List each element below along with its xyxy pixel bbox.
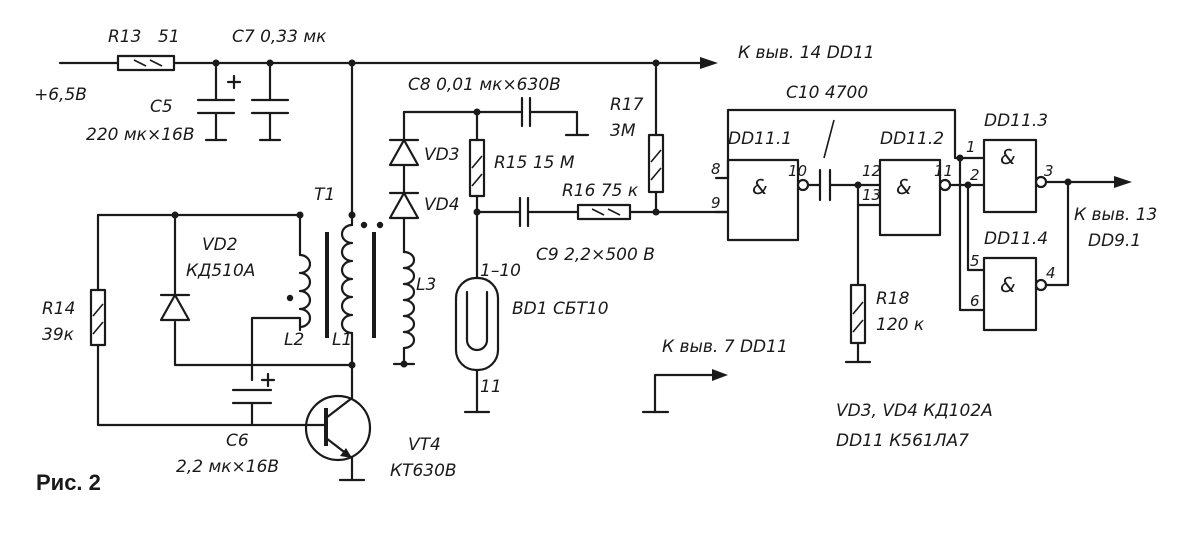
- pin-dd11-1-in1: 8: [711, 160, 721, 178]
- figure-caption: Рис. 2: [36, 470, 101, 495]
- capacitor-c5: [196, 74, 242, 115]
- label-bd1: BD1 СБТ10: [512, 299, 609, 319]
- arrow-to-pin14: [700, 57, 718, 69]
- gate-dd11-1: [714, 158, 810, 242]
- symbol-dd11-1: &: [752, 175, 768, 199]
- label-to-pin7: К выв. 7 DD11: [662, 337, 788, 357]
- label-output-line2: DD9.1: [1088, 231, 1141, 251]
- resistor-r13: [116, 54, 176, 72]
- label-r18-ref: R18: [876, 289, 910, 309]
- pin-dd11-1-out: 10: [788, 162, 807, 180]
- label-c8: C8 0,01 мк×630В: [408, 75, 561, 95]
- transformer-t1: [298, 213, 416, 350]
- symbol-dd11-2: &: [896, 175, 912, 199]
- label-bd1-pins-top: 1–10: [480, 261, 521, 281]
- label-dd11-3: DD11.3: [984, 111, 1048, 131]
- label-output-line1: К выв. 13: [1074, 205, 1157, 225]
- coil-l2: [298, 253, 312, 329]
- label-dd11-2: DD11.2: [880, 129, 944, 149]
- pin-dd11-3-out: 3: [1044, 162, 1054, 180]
- capacitor-c9: [518, 196, 530, 228]
- label-r14-ref: R14: [42, 299, 75, 319]
- label-dd11-1: DD11.1: [728, 129, 792, 149]
- capacitor-c6: [231, 372, 276, 405]
- wires: [58, 61, 1120, 482]
- pin-dd11-4-out: 4: [1046, 264, 1056, 282]
- label-vd2-value: КД510А: [186, 261, 255, 281]
- pin-dd11-2-in1: 12: [862, 162, 881, 180]
- resistor-r16: [576, 203, 632, 221]
- label-r15: R15 15 М: [494, 153, 575, 173]
- label-parts-note-1: VD3, VD4 КД102А: [836, 401, 993, 421]
- label-l3: L3: [416, 275, 436, 295]
- tube-bd1: [454, 276, 500, 414]
- label-t1: T1: [314, 185, 335, 205]
- diode-vd3: [388, 126, 420, 167]
- label-vt4-ref: VT4: [408, 435, 441, 455]
- pin-dd11-2-out: 11: [934, 162, 953, 180]
- arrow-output: [1114, 176, 1132, 188]
- transistor-vt4: [304, 393, 372, 482]
- label-l1: L1: [332, 330, 352, 350]
- diode-vd4: [388, 186, 420, 220]
- resistor-r15: [468, 138, 486, 198]
- pin-dd11-3-in1: 1: [966, 138, 976, 156]
- label-parts-note-2: DD11 К561ЛА7: [836, 431, 969, 451]
- label-vt4-value: КТ630В: [390, 461, 457, 481]
- junctions: [171, 59, 1072, 369]
- label-bd1-pin-bottom: 11: [480, 377, 502, 397]
- pin-dd11-2-in2: 13: [862, 186, 881, 204]
- label-vd2-ref: VD2: [202, 235, 238, 255]
- resistor-r17: [647, 133, 665, 194]
- resistor-r18: [844, 283, 872, 364]
- pin-dd11-3-in2: 2: [970, 166, 980, 184]
- label-r18-value: 120 к: [876, 315, 925, 335]
- capacitor-c10: [818, 119, 835, 202]
- symbol-dd11-4: &: [1000, 273, 1016, 297]
- label-r17-ref: R17: [610, 95, 644, 115]
- label-supply: +6,5В: [34, 85, 87, 105]
- coil-l1: [340, 223, 354, 335]
- label-c10: C10 4700: [786, 83, 868, 103]
- label-vd3: VD3: [424, 145, 460, 165]
- label-c7: C7 0,33 мк: [232, 27, 327, 47]
- label-c9: C9 2,2×500 В: [536, 245, 655, 265]
- label-l2: L2: [284, 330, 304, 350]
- coil-l3: [402, 250, 416, 350]
- gate-dd11-2: [878, 158, 952, 237]
- capacitor-c7: [250, 98, 290, 115]
- labels: +6,5В R13 51 C7 0,33 мк C5 220 мк×16В C8…: [34, 27, 1157, 495]
- pin-dd11-4-in1: 5: [970, 252, 980, 270]
- label-r16: R16 75 к: [562, 181, 639, 201]
- label-to-pin14: К выв. 14 DD11: [738, 43, 875, 63]
- diode-vd2: [159, 278, 191, 322]
- label-dd11-4: DD11.4: [984, 229, 1048, 249]
- label-r13-value: 51: [158, 27, 180, 47]
- label-r13-ref: R13: [108, 27, 141, 47]
- arrowheads: [700, 57, 1132, 381]
- label-vd4: VD4: [424, 195, 460, 215]
- pin-dd11-1-in2: 9: [711, 194, 721, 212]
- symbol-dd11-3: &: [1000, 145, 1016, 169]
- gate-dd11-3: [982, 138, 1048, 214]
- pin-dd11-4-in2: 6: [970, 292, 980, 310]
- gate-dd11-4: [982, 256, 1048, 332]
- label-c6-ref: C6: [226, 431, 249, 451]
- label-r17-value: 3М: [610, 121, 636, 141]
- label-c6-value: 2,2 мк×16В: [176, 457, 279, 477]
- label-r14-value: 39к: [42, 325, 75, 345]
- resistor-r14: [89, 288, 107, 347]
- label-c5-value: 220 мк×16В: [86, 125, 194, 145]
- label-c5-ref: C5: [150, 97, 173, 117]
- arrow-to-pin7: [712, 369, 728, 381]
- capacitor-c8: [520, 96, 590, 137]
